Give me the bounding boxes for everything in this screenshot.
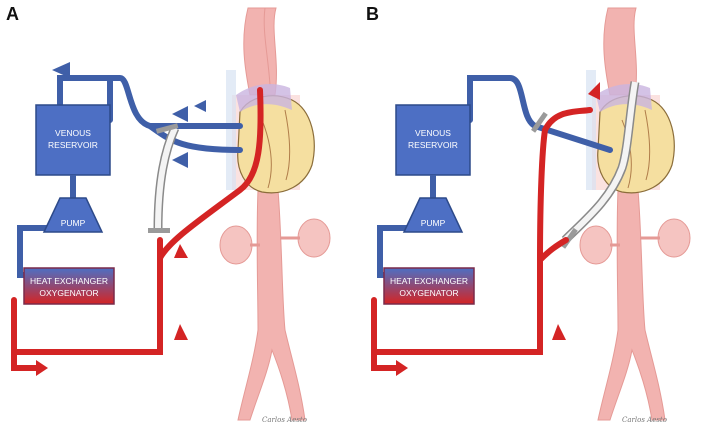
arterial-arrows bbox=[396, 82, 600, 376]
panel-label: A bbox=[6, 4, 19, 24]
venous-reservoir-label: RESERVOIR bbox=[48, 140, 98, 150]
pump-label: PUMP bbox=[61, 218, 86, 228]
bypass-diagram-b: VENOUS RESERVOIR PUMP HEAT EXCHANGER OXY… bbox=[371, 7, 691, 424]
venous-reservoir-label: RESERVOIR bbox=[408, 140, 458, 150]
venous-reservoir-label: VENOUS bbox=[415, 128, 451, 138]
pump-label: PUMP bbox=[421, 218, 446, 228]
pump: PUMP bbox=[42, 197, 104, 233]
anatomy bbox=[219, 7, 331, 421]
clamp bbox=[531, 111, 548, 133]
heat-exchanger-oxygenator: HEAT EXCHANGER OXYGENATOR bbox=[383, 267, 475, 305]
panel-label: B bbox=[366, 4, 379, 24]
heat-exchanger-oxygenator: HEAT EXCHANGER OXYGENATOR bbox=[23, 267, 115, 305]
venous-reservoir: VENOUS RESERVOIR bbox=[395, 104, 471, 198]
bypass-diagram-a: VENOUS RESERVOIR PUMP HEAT EXCHANGER OXY… bbox=[11, 7, 331, 424]
venous-reservoir: VENOUS RESERVOIR bbox=[35, 104, 111, 198]
clamp bbox=[155, 123, 179, 134]
arterial-line bbox=[11, 87, 264, 371]
pump: PUMP bbox=[402, 197, 464, 233]
venous-reservoir-label: VENOUS bbox=[55, 128, 91, 138]
arterial-line bbox=[371, 107, 593, 371]
clamp bbox=[148, 228, 170, 233]
oxygenator-label: OXYGENATOR bbox=[39, 288, 98, 298]
heat-exchanger-label: HEAT EXCHANGER bbox=[390, 276, 468, 286]
panel-a: A bbox=[0, 0, 360, 431]
venous-arrows bbox=[52, 62, 206, 168]
panel-b: B bbox=[360, 0, 720, 431]
arterial-arrows bbox=[36, 244, 188, 376]
illustrator-signature: Carlos Aesto bbox=[622, 416, 667, 424]
illustrator-signature: Carlos Aesto bbox=[262, 416, 307, 424]
heat-exchanger-label: HEAT EXCHANGER bbox=[30, 276, 108, 286]
oxygenator-label: OXYGENATOR bbox=[399, 288, 458, 298]
